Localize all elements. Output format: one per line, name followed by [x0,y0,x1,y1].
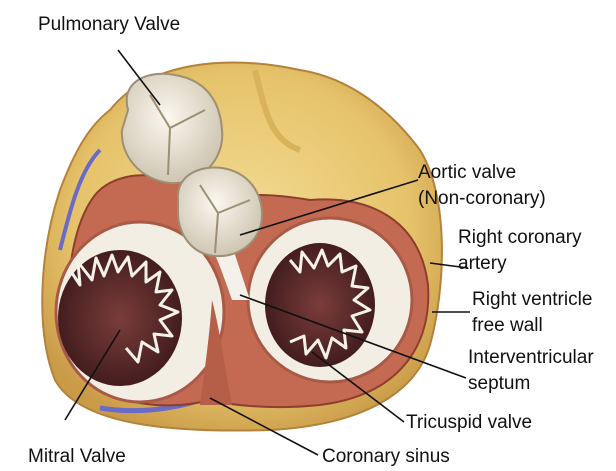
label-interventricular-septum-line2: septum [468,371,530,397]
label-pulmonary-valve: Pulmonary Valve [38,12,180,38]
label-interventricular-septum: Interventricular [468,345,594,371]
label-tricuspid-valve: Tricuspid valve [406,410,532,436]
label-right-ventricle-free-wall-line2: free wall [472,313,543,339]
pulmonary-valve [122,74,222,183]
label-right-coronary-artery: Right coronary [458,225,582,251]
label-right-ventricle-free-wall: Right ventricle [472,287,592,313]
label-mitral-valve: Mitral Valve [28,444,126,470]
tricuspid-orifice [265,243,375,367]
label-aortic-valve-subtitle: (Non-coronary) [418,186,546,212]
label-coronary-sinus: Coronary sinus [322,444,450,470]
label-right-coronary-artery-line2: artery [458,251,507,277]
label-aortic-valve: Aortic valve [418,160,516,186]
